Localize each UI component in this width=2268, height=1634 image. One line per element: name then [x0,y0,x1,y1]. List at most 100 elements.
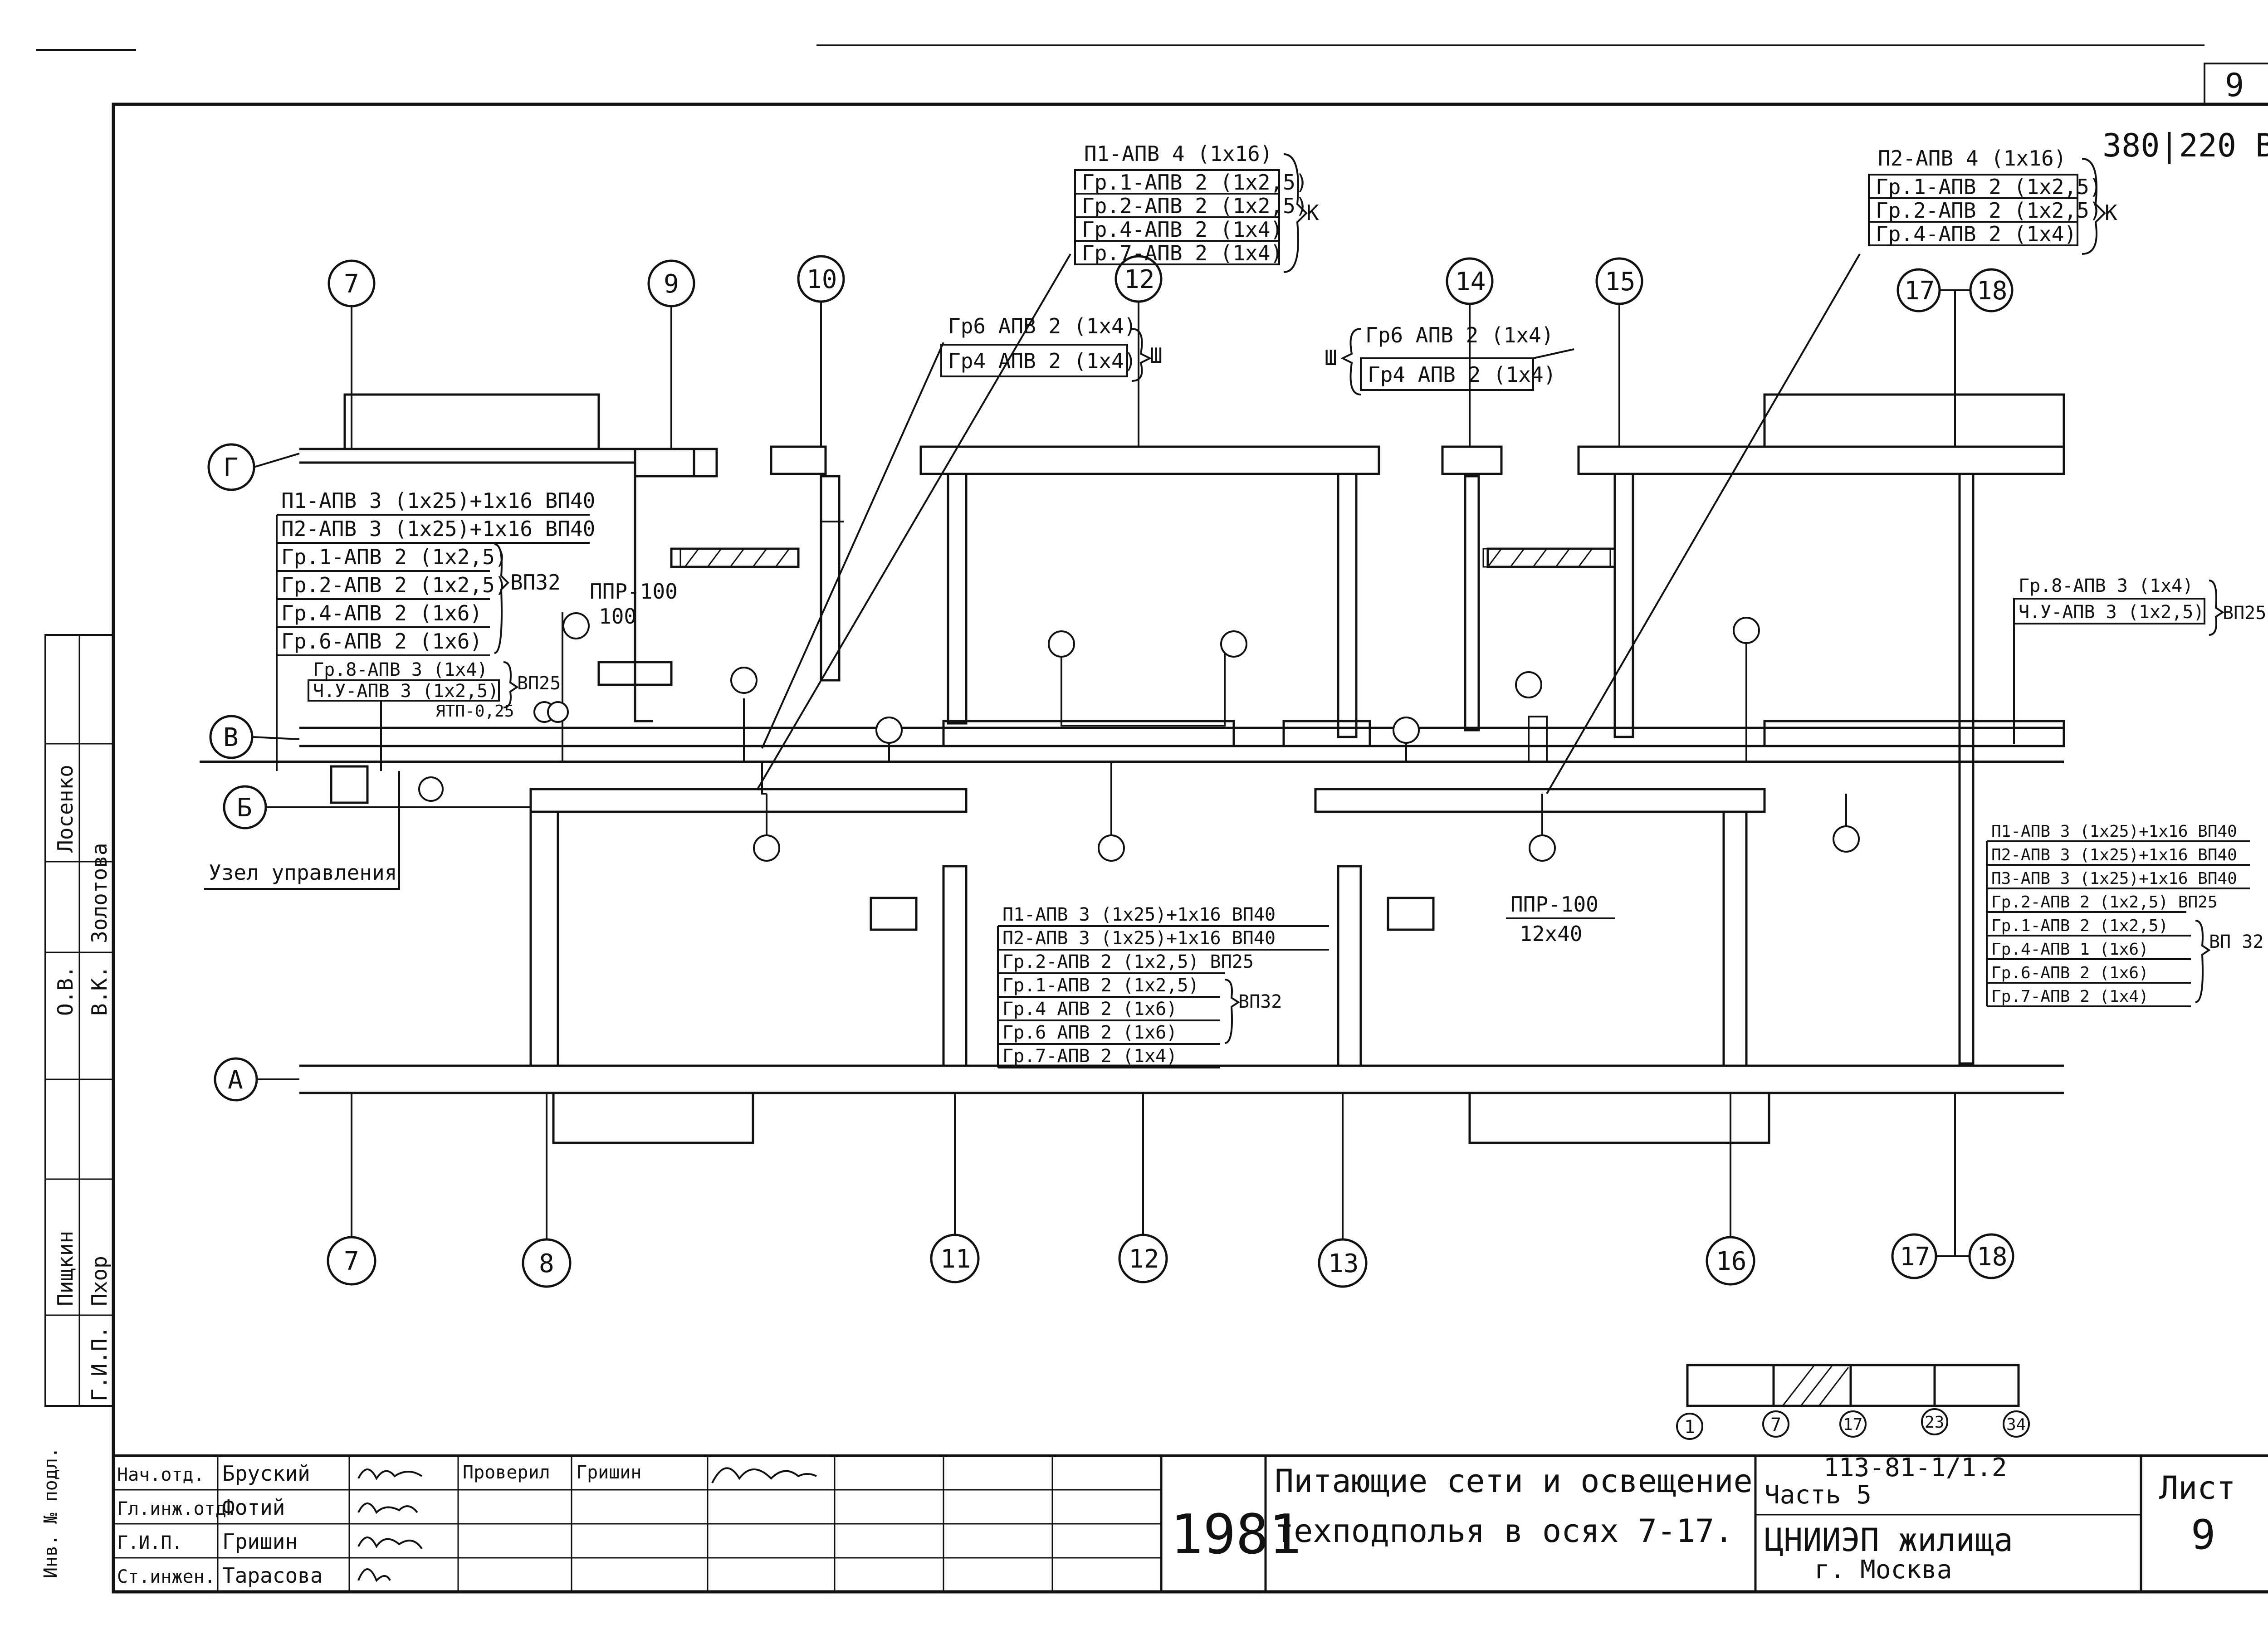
ppr-left-value: 100 [599,604,636,629]
axis-markers-bottom: 7 8 11 12 13 16 17 18 [327,1093,2014,1288]
ypt-label: ЯТП-0,25 [435,702,514,721]
person-name: Тарасова [222,1563,323,1588]
axis-label: 12 [1129,1244,1159,1274]
callout-line: Гр.2-АПВ 2 (1х2,5) [1082,194,1308,218]
callout-line: Гр.6 АПВ 2 (1х6) [1002,1022,1177,1043]
callout-right-bottom: П1-АПВ 3 (1х25)+1х16 ВП40 П2-АПВ 3 (1х25… [1986,822,2263,1007]
axis-label: 7 [344,269,359,299]
corner-sheet-number: 9 [2225,67,2244,104]
drawing-code: 113-81-1/1.2 [1823,1453,2007,1483]
drawing-title-line1: Питающие сети и освещение [1275,1463,1753,1500]
callout-line: Гр.2-АПВ 2 (1х2,5) [1876,198,2102,223]
axis-label: 10 [807,265,837,294]
callout-line: Гр.4-АПВ 2 (1х6) [281,601,482,625]
scale-mark: 23 [1925,1413,1944,1432]
row-label: В [223,723,239,752]
callout-line: Гр.2-АПВ 2 (1х2,5) ВП25 [1002,951,1254,972]
wiring [200,253,2064,848]
year: 1981 [1170,1503,1301,1566]
transformer-icon [547,701,569,723]
callout-line: Гр.4-АПВ 1 (1х6) [1991,940,2149,959]
callout-line: Гр.1-АПВ 2 (1х2,5) [1002,975,1199,996]
callout-line: Гр.8-АПВ 3 (1х4) [313,659,488,680]
callout-line: Гр.7-АПВ 2 (1х4) [1991,987,2149,1006]
callout-mid-right: Ш Гр6 АПВ 2 (1х4) Гр4 АПВ 2 (1х4) [1325,323,1574,395]
margin-stamp: Лосенко Золотова О.В. В.К. Пищкин Пхор Г… [40,634,114,1578]
callout-center-bottom: П1-АПВ 3 (1х25)+1х16 ВП40 П2-АПВ 3 (1х25… [997,904,1329,1068]
lamp-icon [875,717,903,744]
corner-sheet-box [2204,63,2268,105]
callout-bracket-label: ВП25 [517,673,561,694]
signature-mark [357,1502,418,1514]
callout-line: Гр.7-АПВ 2 (1х4) [1002,1046,1177,1067]
role-label: Ст.инжен. [117,1566,215,1587]
callout-line: Гр.4 АПВ 2 (1х6) [1002,999,1177,1019]
lamp-icon [562,612,590,639]
drawing-part: Часть 5 [1765,1480,1872,1510]
role-label: Г.И.П. [117,1532,183,1553]
callout-line: П2-АПВ 3 (1х25)+1х16 ВП40 [1991,846,2237,864]
stamp-cell-6: Г.И.П. [87,1326,112,1401]
role-label: Гл.инж.отд. [117,1498,237,1519]
control-node-leader [204,771,400,890]
axis-label: 16 [1716,1247,1746,1276]
callout-line: Гр.6-АПВ 2 (1х6) [281,629,482,654]
axis-label: 17 [1900,1242,1930,1272]
checked-name: Гришин [576,1462,642,1483]
callout-line: Гр4 АПВ 2 (1х4) [1368,362,1556,387]
callout-top-right: П2-АПВ 4 (1х16) Гр.1-АПВ 2 (1х2,5) Гр.2-… [1868,146,2117,255]
hatched-infill [679,548,1611,568]
drawing-frame [112,102,2268,1594]
lamp-icon [1220,630,1247,658]
callout-line: Гр.2-АПВ 2 (1х2,5) [281,573,508,597]
stamp-cell-0: Лосенко [53,765,78,853]
callout-line: П2-АПВ 3 (1х25)+1х16 ВП40 [1002,928,1276,949]
signature-mark [711,1467,817,1483]
lamp-icon [418,776,444,802]
lamp-icon [730,667,758,694]
lamp-icon [1529,834,1556,862]
callout-prefix: Ш [1325,346,1337,370]
person-name: Фотий [222,1495,285,1520]
voltage-label: 380|220 В [2102,127,2268,164]
callout-line: Гр.4-АПВ 2 (1х4) [1082,217,1283,242]
lamp-icon [1048,630,1075,658]
axis-label: 9 [664,269,679,299]
callout-line: Гр6 АПВ 2 (1х4) [948,314,1136,338]
callout-left-main: П1-АПВ 3 (1х25)+1х16 ВП40 П2-АПВ 3 (1х25… [276,488,595,771]
scale-mark: 17 [1843,1415,1862,1434]
ppr-center-label: ППР-100 [1510,892,1598,917]
title-block: Нач.отд. Гл.инж.отд. Г.И.П. Ст.инжен. Бр… [112,1453,2268,1593]
lamp-icon [753,834,780,862]
axis-label: 18 [1977,1242,2007,1272]
signature-mark [357,1468,423,1480]
scale-mark: 7 [1770,1415,1781,1435]
axis-label: 18 [1977,276,2007,306]
callout-right-small: Гр.8-АПВ 3 (1х4) Ч.У-АПВ 3 (1х2,5) ВП25 [2013,576,2266,744]
axis-label: 11 [940,1244,971,1274]
building-walls [299,393,2065,1144]
lamp-icon [1098,834,1125,862]
ppr-center-value: 12х40 [1520,922,1582,946]
callout-suffix: К [2105,200,2117,225]
callout-line: Гр.1-АПВ 2 (1х2,5) [1876,175,2102,199]
callout-line: Гр6 АПВ 2 (1х4) [1365,323,1554,347]
callout-bracket-label: ВП32 [1238,991,1282,1012]
control-node-label: Узел управления [209,860,397,885]
axis-label: 7 [344,1247,359,1276]
callout-left-small: Гр.8-АПВ 3 (1х4) Ч.У-АПВ 3 (1х2,5) ВП25 [308,659,561,771]
signature-mark [357,1536,423,1550]
callout-line: Гр.2-АПВ 2 (1х2,5) ВП25 [1991,893,2218,912]
axis-markers-top: 7 9 10 12 14 15 17 18 [327,255,2014,449]
callout-bracket-label: ВП25 [2223,603,2266,624]
stamp-bottom-label: Инв. № подл. [40,1447,61,1578]
callout-line: Ч.У-АПВ 3 (1х2,5) [2019,602,2204,623]
callout-top-center: П1-АПВ 4 (1х16) Гр.1-АПВ 2 (1х2,5) Гр.2-… [1074,141,1319,273]
callout-line: Гр.8-АПВ 3 (1х4) [2019,576,2193,596]
stamp-cell-4: Пищкин [53,1231,78,1306]
axis-label: 13 [1328,1249,1359,1278]
callout-line: П3-АПВ 3 (1х25)+1х16 ВП40 [1991,869,2237,888]
callout-line: Гр.1-АПВ 2 (1х2,5) [1082,170,1308,195]
axis-label: 15 [1605,267,1635,297]
